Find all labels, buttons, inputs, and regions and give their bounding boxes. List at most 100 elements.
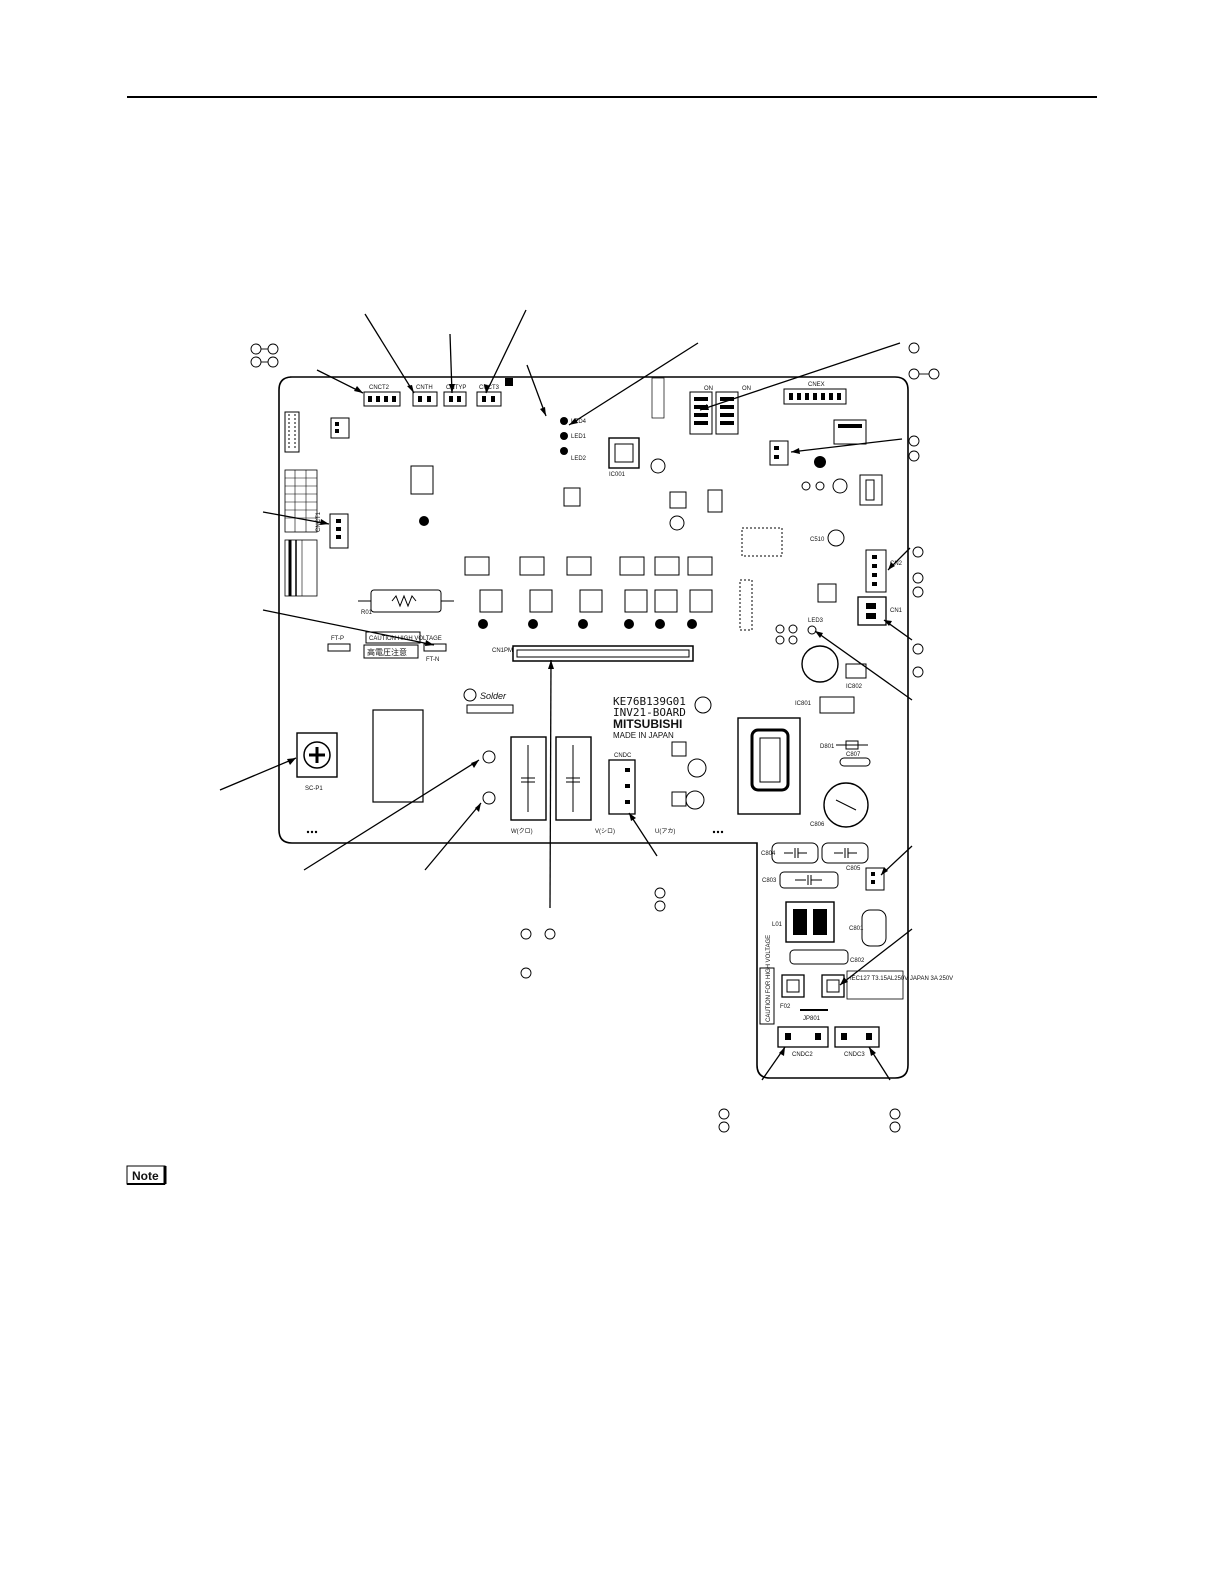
cndc2-label: CNDC2 — [792, 1052, 813, 1058]
board-maker: MITSUBISHI — [613, 717, 682, 731]
connector-right-upper — [859, 474, 883, 506]
connector-cnct1: CNCT1 — [316, 511, 349, 549]
connector-cndc2: CNDC2 — [777, 1026, 829, 1058]
f02-label: F02 — [780, 1004, 791, 1010]
capacitor-c801: C801 — [849, 909, 887, 947]
jumper-jp801: JP801 — [800, 1009, 828, 1022]
board-origin: MADE IN JAPAN — [613, 731, 674, 740]
transformer — [737, 717, 801, 815]
capacitor-c802: C802 — [789, 949, 865, 965]
sw1-on-label: ON — [704, 386, 713, 392]
cnct3-label: CNCT3 — [479, 385, 500, 391]
callout-markers — [250, 342, 940, 1133]
capacitor-c803: C803 — [762, 871, 839, 889]
c803-label: C803 — [762, 878, 777, 884]
capacitor-c806: C806 — [810, 782, 869, 828]
connector-cndc3: CNDC3 — [834, 1026, 880, 1058]
ic-ic801: IC801 — [795, 696, 855, 714]
edge-marks — [306, 830, 724, 834]
c802-label: C802 — [850, 958, 865, 964]
relay-upper-right — [833, 419, 867, 445]
led4-label: LED4 — [571, 419, 587, 425]
ft-n-label: FT-N — [426, 657, 439, 663]
cn1pm-label: CN1PM — [492, 648, 513, 654]
c805-label: C805 — [846, 866, 861, 872]
resistor-r01: R01 — [358, 589, 454, 616]
c801-label: C801 — [849, 926, 864, 932]
l01-label: L01 — [772, 922, 783, 928]
connector-cn2: CN2 — [865, 549, 903, 593]
connector-cntyp: CNTYP — [443, 385, 467, 407]
connector-cn1: CN1 — [857, 596, 903, 626]
ft-n: FT-N — [423, 643, 447, 663]
dcc-block — [372, 709, 424, 803]
ft-p-label: FT-P — [331, 636, 344, 642]
connector-cndc: CNDC — [608, 753, 636, 815]
d801-label: D801 — [820, 744, 835, 750]
r01-label: R01 — [361, 610, 373, 616]
note-tag: Note — [126, 1165, 167, 1185]
note-label: Note — [132, 1169, 159, 1183]
test-pad-2 — [482, 791, 496, 805]
screw-terminal-sc-p1: SC-P1 — [296, 732, 338, 792]
misc-components — [410, 377, 848, 810]
connector-cnct3: CNCT3 — [476, 378, 513, 407]
c804-label: C804 — [761, 851, 776, 857]
board-name: INV21-BOARD — [613, 706, 686, 719]
gate-cap-row — [478, 589, 713, 629]
fuse-rating-text: IEC127 T3.15AL250V JAPAN 3A 250V — [850, 976, 953, 982]
connector-cnct2: CNCT2 — [363, 385, 401, 407]
capacitor-large-mid — [801, 645, 839, 683]
sw2-on-label: ON — [742, 386, 751, 392]
fuse-main: IEC127 T3.15AL250V JAPAN 3A 250V — [821, 970, 953, 1000]
cn1-label: CN1 — [890, 608, 903, 614]
ic-ic802: IC802 — [845, 663, 867, 690]
cn2-label: CN2 — [890, 561, 903, 567]
address-table — [284, 469, 318, 597]
ic-ic001: IC001 — [608, 437, 640, 478]
cntyp-label: CNTYP — [446, 385, 466, 391]
board-part-number: KE76B139G01 — [613, 695, 686, 708]
capacitor-c510: C510 — [810, 529, 845, 547]
phase-v-label: V(シロ) — [595, 829, 615, 835]
capacitor-c805: C805 — [821, 842, 869, 872]
led2-label: LED2 — [571, 456, 587, 462]
capacitor-w: W(クロ) — [510, 736, 547, 835]
cndc3-label: CNDC3 — [844, 1052, 865, 1058]
fuse-f02: F02 — [780, 974, 805, 1010]
connector-cn4 — [865, 867, 885, 891]
cnth-label: CNTH — [416, 385, 433, 391]
phase-w-label: W(クロ) — [511, 828, 533, 835]
jp801-label: JP801 — [803, 1016, 821, 1022]
solder-mark: Solder — [463, 688, 514, 714]
led-group: LED4 LED1 LED2 — [560, 417, 587, 462]
connector-mid-right — [769, 440, 789, 466]
capacitor-c804: C804 — [761, 842, 819, 864]
test-pad-1 — [482, 750, 496, 764]
cnex-label: CNEX — [808, 382, 825, 388]
capacitor-c807: C807 — [839, 752, 871, 767]
connector-cnex: CNEX — [783, 382, 847, 405]
callout-arrowheads — [287, 384, 895, 1056]
capacitor-v: V(シロ) — [555, 736, 615, 835]
diode-d801: D801 — [820, 740, 868, 750]
test-header — [284, 411, 300, 453]
ic802-label: IC802 — [846, 684, 863, 690]
fuse-caution: CAUTION FOR HIGH VOLTAGE — [759, 935, 775, 1025]
led1-label: LED1 — [571, 434, 587, 440]
phase-u-label: U(アカ) — [655, 828, 675, 835]
sc-p1-label: SC-P1 — [305, 786, 323, 792]
led-led3: LED3 — [807, 618, 824, 635]
board-outline — [278, 376, 909, 1079]
c510-label: C510 — [810, 537, 825, 543]
c806-label: C806 — [810, 822, 825, 828]
igbt-connector-cn1pm: CN1PM — [492, 645, 694, 662]
led3-label: LED3 — [808, 618, 824, 624]
caution-hv-jp-text: 高電圧注意 — [367, 647, 407, 657]
cnct2-label: CNCT2 — [369, 385, 390, 391]
c807-label: C807 — [846, 752, 861, 758]
photocoupler-row — [464, 556, 713, 576]
board-silkscreen: KE76B139G01 INV21-BOARD MITSUBISHI MADE … — [613, 695, 686, 740]
connector-upper-left — [330, 417, 350, 439]
